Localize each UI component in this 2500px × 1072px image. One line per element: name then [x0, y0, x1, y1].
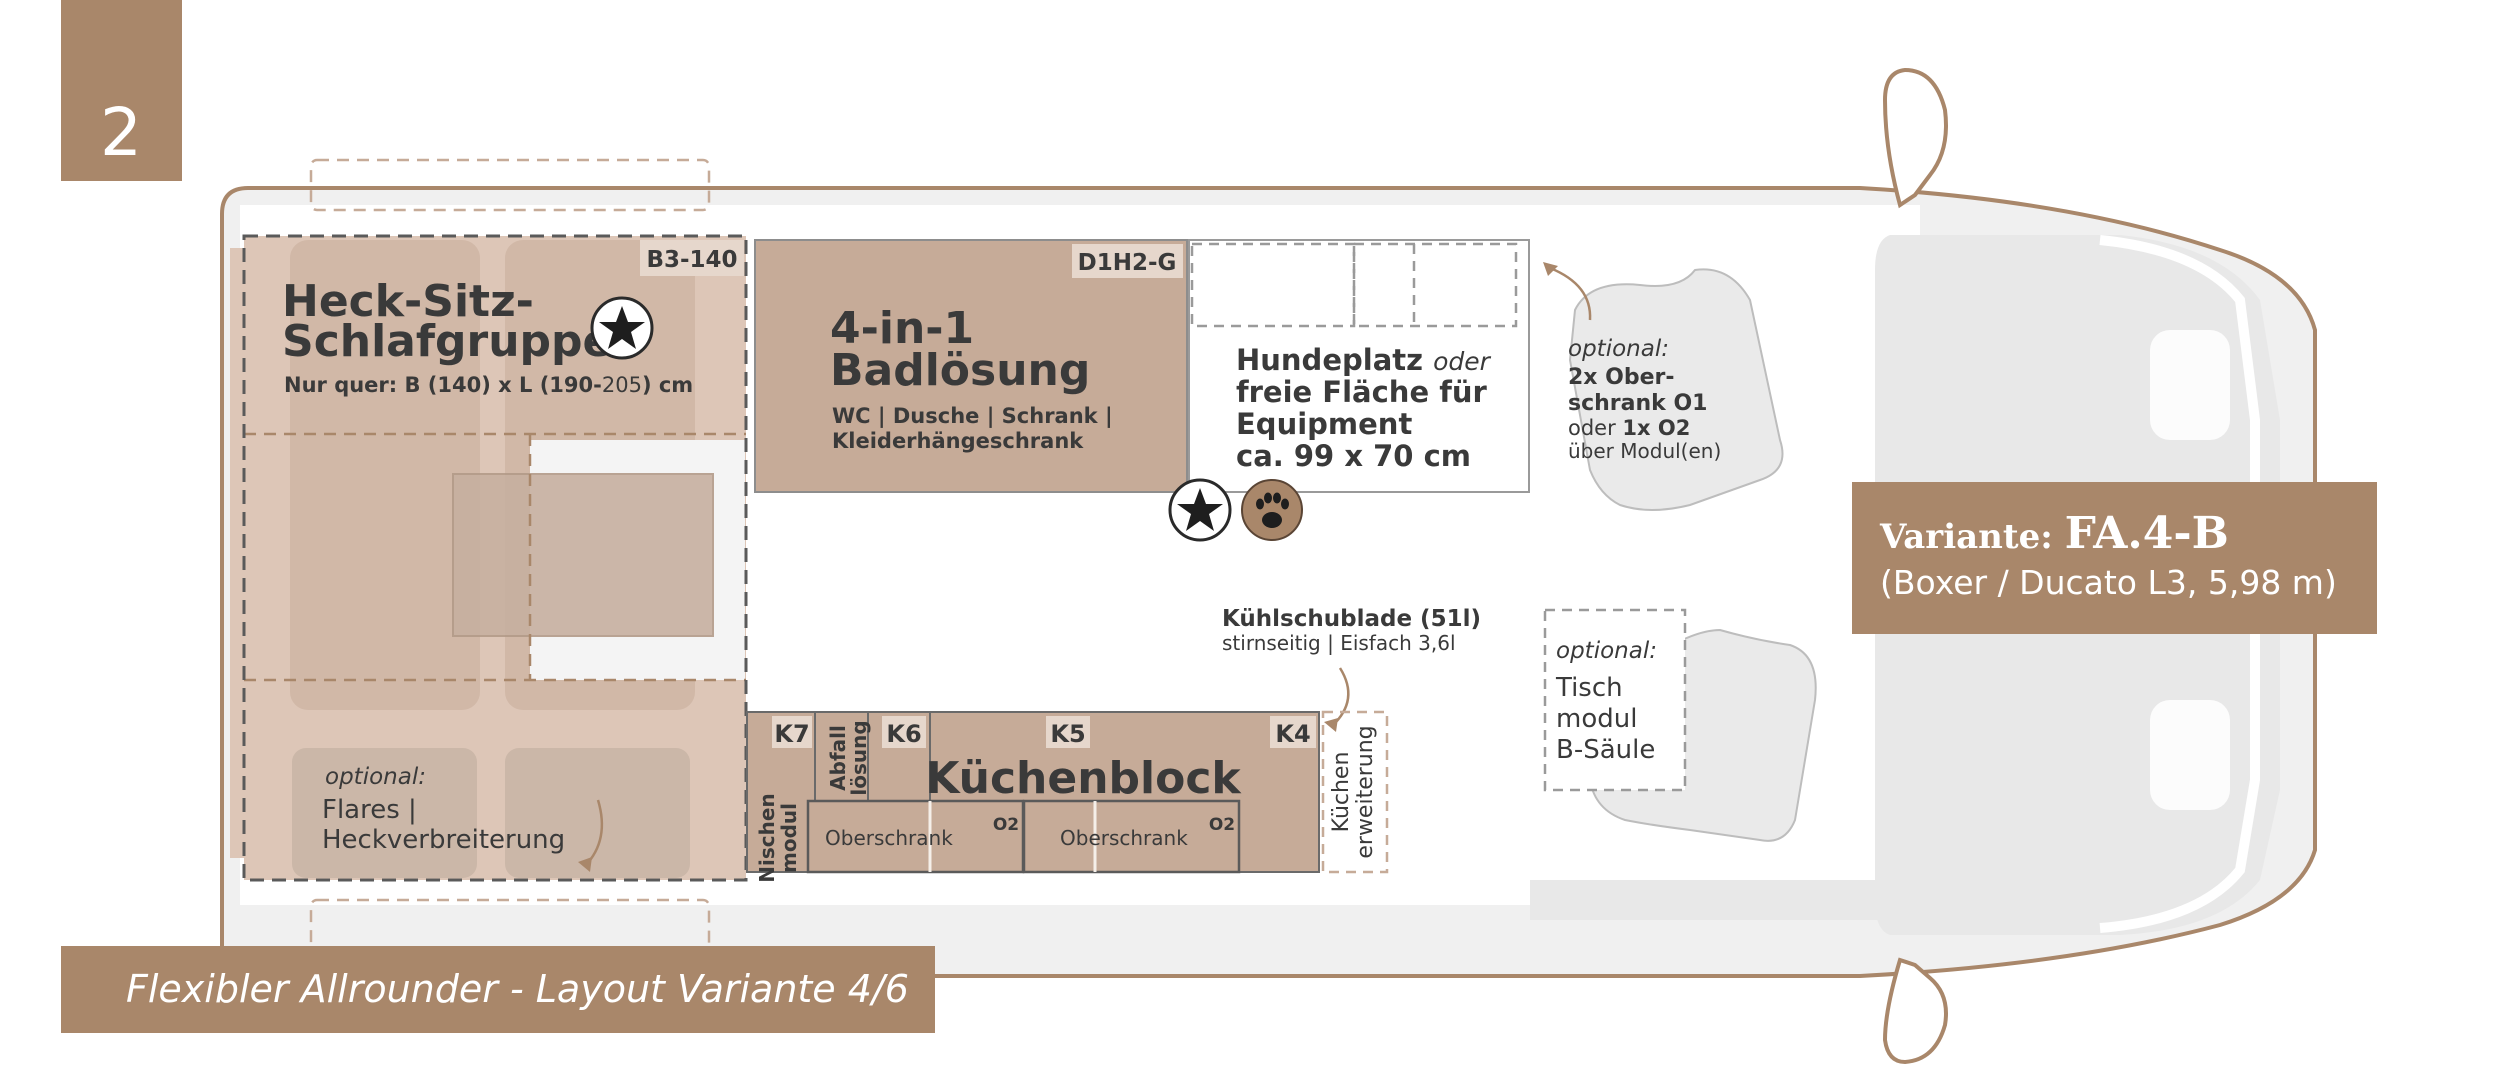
- fridge-subtitle: stirnseitig | Eisfach 3,6l: [1222, 631, 1456, 655]
- upper-note-line3: oder 1x O2: [1568, 416, 1690, 440]
- upper-cabinet-arrow: [1549, 266, 1592, 321]
- star-icon: [590, 296, 654, 360]
- kitchen-upper2-code: O2: [1209, 815, 1235, 835]
- layout-number: 2: [100, 94, 142, 171]
- table-line3: B-Säule: [1556, 735, 1655, 765]
- kitchen-k7: K7: [774, 720, 809, 748]
- rear-optional-line1: Flares |: [322, 795, 417, 825]
- bathroom-desc-line1: WC | Dusche | Schrank |: [832, 404, 1113, 429]
- dog-area-line3: Equipment: [1236, 407, 1412, 441]
- upper-cabinet-o1-right: [1352, 242, 1518, 328]
- layout-number-badge: [61, 0, 182, 181]
- table-line1: Tisch: [1555, 673, 1623, 703]
- table-module: [1543, 608, 1687, 792]
- bathroom-code: D1H2-G: [1078, 250, 1177, 276]
- upper-note-optional: optional:: [1568, 336, 1669, 362]
- kitchen-upper2: Oberschrank: [1060, 826, 1188, 850]
- dog-area-line4: ca. 99 x 70 cm: [1236, 439, 1471, 473]
- kitchen-waste-line2: lösung: [847, 720, 871, 795]
- seat-driver: [1568, 268, 1784, 511]
- kitchen-k6: K6: [886, 720, 921, 748]
- dog-area: [1188, 239, 1530, 493]
- upper-note-line1: 2x Ober-: [1568, 365, 1675, 390]
- variant-model: (Boxer / Ducato L3, 5,98 m): [1880, 563, 2337, 602]
- rear-group-code: B3-140: [646, 247, 737, 273]
- kitchen-block: [746, 710, 1389, 874]
- rear-seat-group: [230, 234, 748, 882]
- footer-banner: [61, 946, 935, 1033]
- kitchen-niche-line2: modul: [777, 803, 801, 873]
- bathroom-title-line1: 4-in-1: [830, 303, 974, 354]
- upper-note-line2: schrank O1: [1568, 391, 1707, 416]
- rear-optional-line2: Heckverbreiterung: [322, 825, 565, 855]
- variant-heading: Variante: FA.4-B: [1879, 508, 2229, 559]
- bathroom-title-line2: Badlösung: [830, 345, 1090, 396]
- mirror-top: [1882, 67, 1948, 209]
- rear-optional-label: optional:: [325, 764, 426, 790]
- kitchen-niche-line1: Nischen: [755, 793, 779, 882]
- kitchen-upper1-code: O2: [993, 815, 1019, 835]
- kitchen-ext-line1: Küchen: [1329, 752, 1354, 833]
- table-line2: modul: [1556, 704, 1637, 734]
- kitchen-k4: K4: [1275, 720, 1310, 748]
- bathroom: [754, 239, 1188, 493]
- fridge-title: Kühlschublade (51l): [1222, 606, 1481, 632]
- table-optional: optional:: [1556, 638, 1657, 664]
- rear-group-dimensions: Nur quer: B (140) x L (190-205) cm: [284, 373, 693, 397]
- kitchen-k5: K5: [1050, 720, 1085, 748]
- mirror-bottom: [1882, 957, 1948, 1065]
- star-icon: [1168, 478, 1232, 542]
- kitchen-ext-line2: erweiterung: [1353, 725, 1378, 858]
- dog-area-title: Hundeplatz oder: [1236, 343, 1492, 377]
- kitchen-title: Küchenblock: [925, 753, 1242, 804]
- upper-cabinet-o1-left: [1190, 242, 1356, 328]
- footer-title: Flexibler Allrounder - Layout Variante 4…: [126, 967, 909, 1011]
- variant-badge: [1852, 482, 2377, 634]
- dog-area-line2: freie Fläche für: [1236, 375, 1487, 409]
- paw-icon: [1241, 479, 1303, 541]
- kitchen-waste-line1: Abfall: [826, 725, 850, 791]
- bathroom-desc-line2: Kleiderhängeschrank: [832, 429, 1084, 453]
- kitchen-upper1: Oberschrank: [825, 826, 953, 850]
- rear-group-title-line2: Schlafgruppe: [282, 316, 612, 367]
- rear-group-title-line1: Heck-Sitz-: [282, 276, 534, 327]
- upper-note-line4: über Modul(en): [1568, 439, 1721, 463]
